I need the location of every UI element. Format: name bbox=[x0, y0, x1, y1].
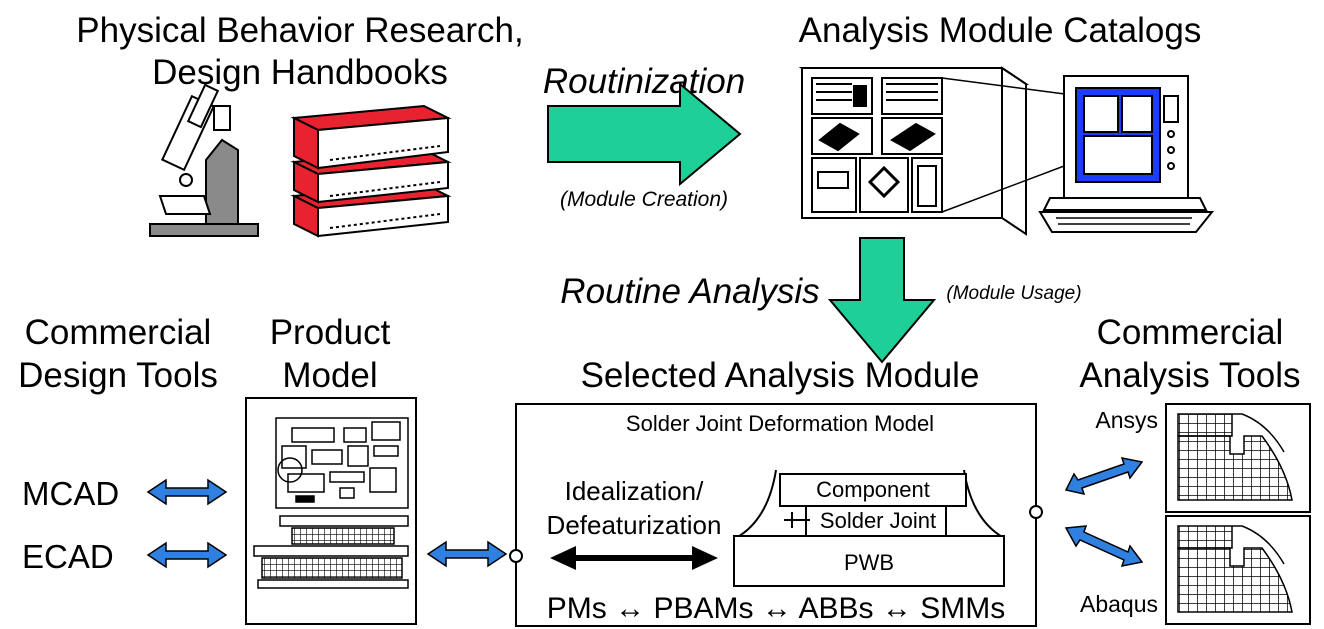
module-box-title: Solder Joint Deformation Model bbox=[626, 411, 934, 436]
solder-joint-diagram bbox=[733, 469, 1005, 587]
analysis-tools-title-line1: Commercial bbox=[1097, 313, 1284, 352]
analysis-module-box bbox=[515, 403, 1037, 627]
product-model-title-line1: Product bbox=[270, 313, 391, 352]
analysis-tools-title-line2: Analysis Tools bbox=[1079, 356, 1300, 395]
ansys-exchange-arrow bbox=[1064, 457, 1144, 496]
research-title-line1: Physical Behavior Research, bbox=[76, 11, 523, 50]
ansys-mesh-icon bbox=[1177, 413, 1293, 501]
assembly-icon bbox=[253, 515, 409, 589]
books-icon bbox=[290, 104, 452, 238]
mcad-label: MCAD bbox=[22, 475, 119, 512]
ecad-label: ECAD bbox=[22, 538, 114, 575]
routinization-arrow bbox=[547, 81, 742, 187]
component-label: Component bbox=[816, 477, 930, 502]
selected-module-title: Selected Analysis Module bbox=[581, 356, 980, 395]
design-tools-title-line2: Design Tools bbox=[18, 356, 218, 395]
idealization-label-line2: Defeaturization bbox=[547, 510, 722, 540]
idealization-label-line1: Idealization/ bbox=[565, 476, 705, 506]
routine-analysis-arrow bbox=[827, 237, 937, 364]
component-block bbox=[779, 473, 967, 507]
module-creation-label: (Module Creation) bbox=[560, 188, 728, 211]
abaqus-mesh-icon bbox=[1177, 525, 1293, 613]
microscope-icon bbox=[149, 83, 259, 237]
mcad-exchange-arrow bbox=[146, 478, 228, 506]
module-right-port bbox=[1029, 505, 1043, 519]
computer-icon bbox=[1038, 75, 1215, 233]
routine-analysis-label: Routine Analysis bbox=[560, 272, 819, 311]
design-tools-title-line1: Commercial bbox=[25, 313, 212, 352]
model-chain-label: PMs ↔ PBAMs ↔ ABBs ↔ SMMs bbox=[547, 592, 1005, 625]
catalogs-title: Analysis Module Catalogs bbox=[799, 11, 1202, 50]
pwb-block bbox=[733, 535, 1005, 587]
catalog-cabinet-icon bbox=[798, 66, 1081, 236]
product-module-exchange-arrow bbox=[426, 540, 508, 568]
module-usage-label: (Module Usage) bbox=[946, 283, 1081, 304]
idealization-arrow bbox=[550, 546, 718, 570]
product-model-title-line2: Model bbox=[282, 356, 377, 395]
routinization-label: Routinization bbox=[543, 62, 745, 101]
solder-joint-label: Solder Joint bbox=[820, 508, 936, 533]
abaqus-exchange-arrow bbox=[1064, 525, 1144, 567]
pwb-label: PWB bbox=[844, 550, 894, 575]
abaqus-label: Abaqus bbox=[1080, 591, 1158, 617]
research-title-line2: Design Handbooks bbox=[152, 53, 448, 92]
module-left-port bbox=[509, 549, 523, 563]
ansys-label: Ansys bbox=[1095, 407, 1158, 433]
circuit-board-icon bbox=[275, 417, 409, 509]
ecad-exchange-arrow bbox=[146, 541, 228, 569]
